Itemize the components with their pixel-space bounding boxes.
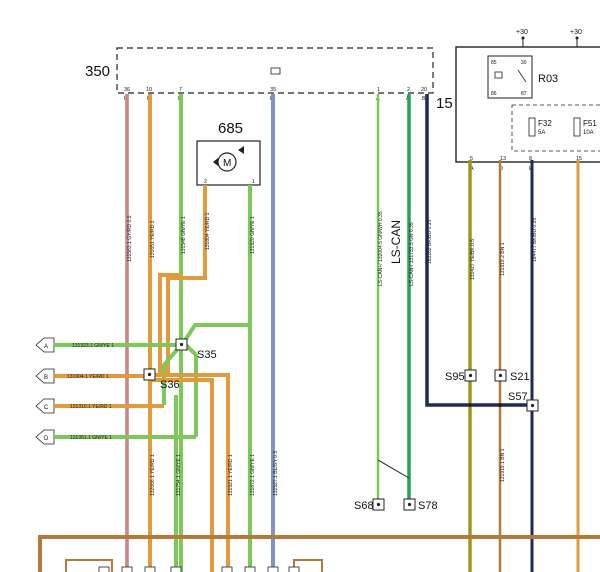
fuse-label: F32 [538, 119, 552, 128]
wire-label: LS-CAN+/ 132004.5 GN/WH 0.35 [378, 211, 384, 286]
splice-s68: S68 [354, 498, 385, 512]
wire-label: 131872.1 GN/YE 1 [250, 454, 256, 496]
splice-s95: S95 [445, 369, 477, 383]
pin-letter: A [470, 166, 474, 172]
pin-number: 15 [576, 156, 582, 162]
wire-label: 131919.1 BN 1 [500, 448, 506, 482]
wire-label: 131904.1 YE/RD 1 [67, 374, 109, 380]
wire-label: 183282 BK/BU 0.35 [427, 220, 433, 264]
pin-number: 35 [270, 87, 276, 93]
supply-label: +30 [570, 29, 582, 36]
splice-s21: S21 [494, 369, 530, 383]
motor-pin: 1 [252, 179, 255, 185]
off-page-letter: A [44, 344, 48, 350]
pin-number: 2 [407, 87, 410, 93]
module-350-label: 350 [85, 63, 110, 80]
twisted-pair-marker [377, 459, 410, 479]
wire-label: 132066.1 YE/RD 1 [150, 454, 156, 496]
wire-navy [425, 94, 532, 407]
connector-350-pins: 36 B 10 B 7 E 35 B 1 A 2 A 20 B [124, 87, 427, 102]
fuse-rating: 10A [583, 130, 594, 136]
off-page-connectors: A 131323.1 GN/YE 1 B 131904.1 YE/RD 1 C … [35, 337, 196, 445]
wire-label: 131351.1 GN/YE 1 [70, 435, 112, 441]
motor-symbol: M [223, 158, 231, 169]
module-350-chip-icon [270, 67, 281, 75]
svg-text:S36: S36 [160, 379, 180, 391]
bottom-connectors [98, 566, 300, 572]
wire-label: 131427 YE/BK 0.5 [470, 239, 476, 280]
svg-text:S68: S68 [354, 500, 374, 512]
wire-label: 184477 BK/BU 0.35 [532, 218, 538, 262]
wire-label: LS-CAN-/ 131733.5 GN 0.35 [409, 222, 415, 286]
relay-pin: 30 [521, 60, 527, 66]
splice-s78: S78 [403, 498, 438, 512]
ls-can-label: LS-CAN [389, 220, 403, 264]
motor-pin: 2 [204, 179, 207, 185]
fuse-box [511, 104, 600, 152]
fuse-f51-icon [573, 117, 581, 137]
fuse-label: F51 [583, 119, 597, 128]
svg-text:S57: S57 [508, 391, 528, 403]
svg-text:S78: S78 [418, 500, 438, 512]
module-685-label: 685 [218, 120, 243, 137]
wire-brown-bus [38, 535, 600, 572]
splice-s57: S57 [508, 391, 539, 412]
relay-switch-icon [517, 69, 527, 83]
pin-number: 8 [529, 156, 532, 162]
wire-labels: 131563.1 GY/RD 0.5 131651 YE/RD 1 131548… [127, 211, 538, 496]
off-page-letter: C [44, 405, 49, 411]
svg-text:S21: S21 [510, 371, 530, 383]
wire-label: 131921.1 YE/RD 1 [228, 454, 234, 496]
pin-number: 5 [470, 156, 473, 162]
pin-letter: B [422, 96, 426, 102]
wire-label: 131323.1 GN/YE 1 [72, 343, 114, 349]
relay-label: R03 [538, 73, 558, 85]
module-15-label: 15 [436, 95, 453, 112]
wire-label: 131920 GN/YE 1 [250, 216, 256, 254]
wire-label: 131754.1 GN/YE 1 [176, 454, 182, 496]
pin-number: 7 [179, 87, 182, 93]
pin-number: 13 [500, 156, 506, 162]
splice-s35: S35 [175, 338, 217, 361]
wire-motor-green [180, 185, 252, 347]
svg-text:S95: S95 [445, 371, 465, 383]
off-page-letter: B [44, 375, 48, 381]
pin-number: 20 [421, 87, 427, 93]
splice-s36: S36 [143, 368, 180, 391]
wire-label: 131919.2 BN 1 [500, 242, 506, 276]
supply-label: +30 [516, 29, 528, 36]
wire-label: 131548 GN/YE 1 [181, 216, 187, 254]
off-page-letter: D [44, 436, 49, 442]
pin-number: 36 [124, 87, 130, 93]
wire-label: 131310.1 YE/RD 1 [70, 404, 112, 410]
svg-text:S35: S35 [197, 349, 217, 361]
relay-pin: 87 [521, 91, 527, 97]
fuse-rating: 5A [538, 130, 545, 136]
pin-number: 1 [377, 87, 380, 93]
fuse-f32-icon [528, 117, 536, 137]
relay-coil-icon [494, 71, 503, 79]
wire-label: 131651 YE/RD 1 [150, 220, 156, 258]
pin-number: 10 [146, 87, 152, 93]
wire-motor-orange [166, 185, 207, 375]
relay-pin: 85 [491, 60, 497, 66]
wire-label: 131804 YE/RD 1 [205, 212, 211, 250]
wire-label: 131527.1 BL/GY 0.5 [273, 451, 279, 496]
relay-pin: 86 [491, 91, 497, 97]
wire-label: 131563.1 GY/RD 0.5 [127, 215, 133, 262]
